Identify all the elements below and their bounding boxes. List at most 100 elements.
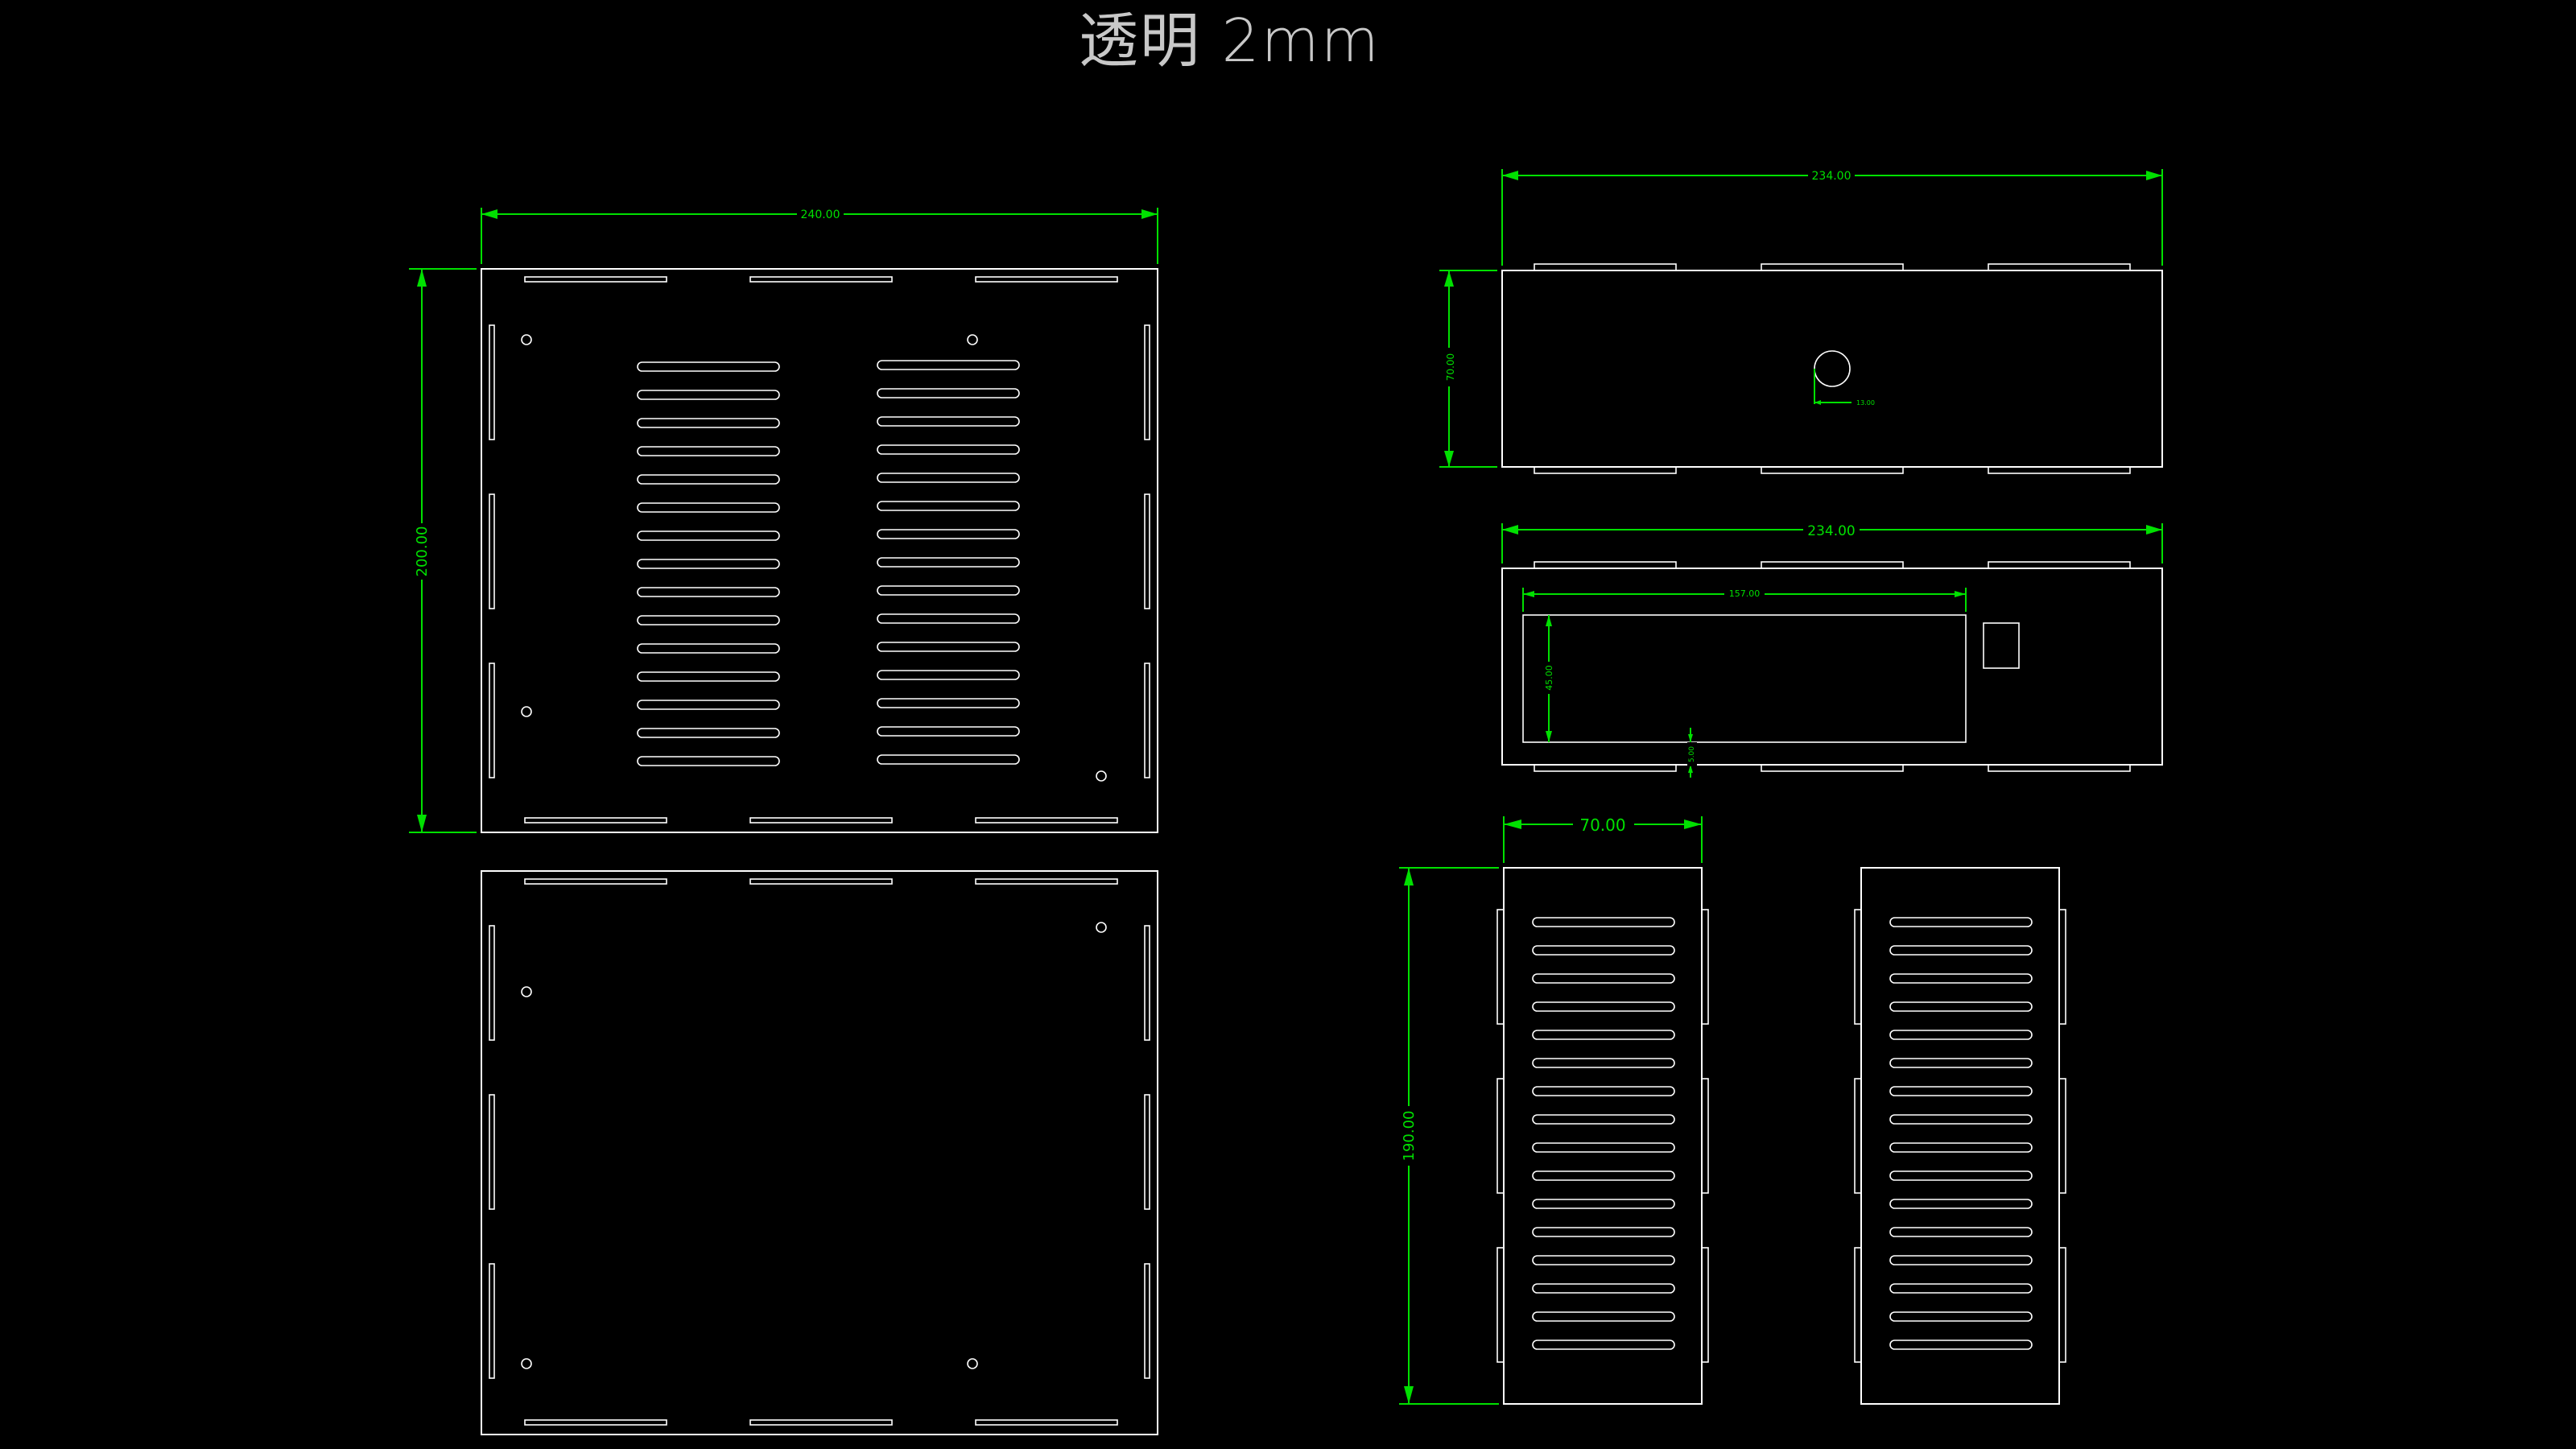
vent-slot [1889,1142,2033,1153]
vent-slot [1532,1030,1675,1040]
vent-slot [1889,973,2033,984]
bottom-panel-outline [481,870,1158,1435]
vent-slot [637,700,780,710]
vent-slot [877,642,1020,652]
top-panel-vents-right [877,360,1020,765]
front-panel: 234.00 157.00 45.00 5.00 [1501,522,2163,778]
back-side-panel-width-label: 234.00 [1812,170,1852,183]
vent-slot [1532,1142,1675,1153]
bottom-panel [481,870,1158,1435]
vent-slot [1532,917,1675,927]
vent-slot [877,585,1020,596]
vent-slot [877,613,1020,624]
vent-slot [637,671,780,682]
vent-slot [1532,1086,1675,1096]
window-height-label: 45.00 [1544,665,1554,691]
vent-slot [1889,1227,2033,1237]
vent-slot [877,529,1020,539]
top-panel-width-label: 240.00 [801,208,840,221]
vent-slot [1889,945,2033,956]
window-offset-label: 5.00 [1688,746,1696,762]
vent-slot [1532,1311,1675,1322]
end-panel-left-tabs [1496,909,1709,1363]
back-side-panel-outline [1501,270,2163,468]
vent-slot [877,388,1020,398]
vent-slot [1532,1058,1675,1068]
top-panel-tabs [489,276,1150,824]
vent-slot [1532,1001,1675,1012]
vent-slot [637,390,780,400]
vent-slot [877,670,1020,680]
end-panel-right-vents [1889,917,2033,1350]
window-width-label: 157.00 [1729,588,1761,599]
vent-slot [877,726,1020,737]
vent-slot [877,698,1020,708]
end-panel-right [1854,867,2066,1405]
vent-slot [877,360,1020,370]
cable-hole [1814,350,1851,387]
vent-slot [637,530,780,541]
vent-slot [877,416,1020,427]
vent-slot [877,444,1020,455]
top-panel-outline [481,268,1158,833]
hole-diameter-label: 13.00 [1856,399,1875,407]
display-window [1522,614,1967,743]
vent-slot [877,754,1020,765]
vent-slot [637,643,780,654]
window-height-dimension: 45.00 [1544,615,1555,742]
vent-slot [1889,1086,2033,1096]
vent-slot [637,502,780,513]
front-panel-tabs [1534,561,2131,772]
end-panel-width-label: 70.00 [1579,815,1625,835]
end-panel-width-dimension: 70.00 [1503,815,1703,863]
vent-slot [1889,1199,2033,1209]
vent-slot [1889,917,2033,927]
vent-slot [1889,1058,2033,1068]
end-panel-left: 70.00 190.00 [1399,815,1709,1405]
back-side-panel-tabs [1534,263,2131,474]
vent-slot [1532,1227,1675,1237]
vent-slot [637,418,780,428]
vent-slot [637,474,780,485]
vent-slot [1889,1340,2033,1350]
top-panel-width-dimension: 240.00 [481,208,1158,264]
top-panel-holes [521,334,1107,782]
window-offset-dimension: 5.00 [1687,728,1697,778]
end-panel-height-label: 190.00 [1401,1111,1418,1162]
vent-slot [1532,1114,1675,1125]
end-panel-right-tabs [1854,909,2066,1363]
vent-slot [637,361,780,372]
back-side-panel-width-dimension: 234.00 [1501,169,2163,266]
vent-slot [1889,1283,2033,1294]
top-panel-height-label: 200.00 [414,526,431,577]
vent-slot [637,559,780,569]
top-panel-vents-left [637,361,780,766]
back-side-panel: 13.00 234.00 70.00 [1439,169,2163,474]
vent-slot [1889,1114,2033,1125]
vent-slot [637,728,780,738]
vent-slot [1532,973,1675,984]
vent-slot [1889,1001,2033,1012]
vent-slot [1532,1340,1675,1350]
vent-slot [1532,945,1675,956]
end-panel-left-vents [1532,917,1675,1350]
front-panel-outline [1501,568,2163,766]
front-panel-width-label: 234.00 [1807,523,1855,539]
bottom-panel-tabs [489,878,1150,1426]
hole-diameter-dimension: 13.00 [1814,369,1875,407]
bottom-panel-holes [521,922,1107,1369]
top-panel: 240.00 200.00 [409,208,1158,833]
vent-slot [1532,1283,1675,1294]
vent-slot [1889,1170,2033,1181]
back-side-panel-height-dimension: 70.00 [1439,270,1497,468]
top-panel-height-dimension: 200.00 [409,268,477,833]
vent-slot [637,446,780,456]
vent-slot [1532,1255,1675,1265]
back-side-panel-height-label: 70.00 [1445,353,1456,381]
vent-slot [877,501,1020,511]
vent-slot [1889,1030,2033,1040]
vent-slot [1532,1170,1675,1181]
vent-slot [1889,1311,2033,1322]
vent-slot [877,473,1020,483]
